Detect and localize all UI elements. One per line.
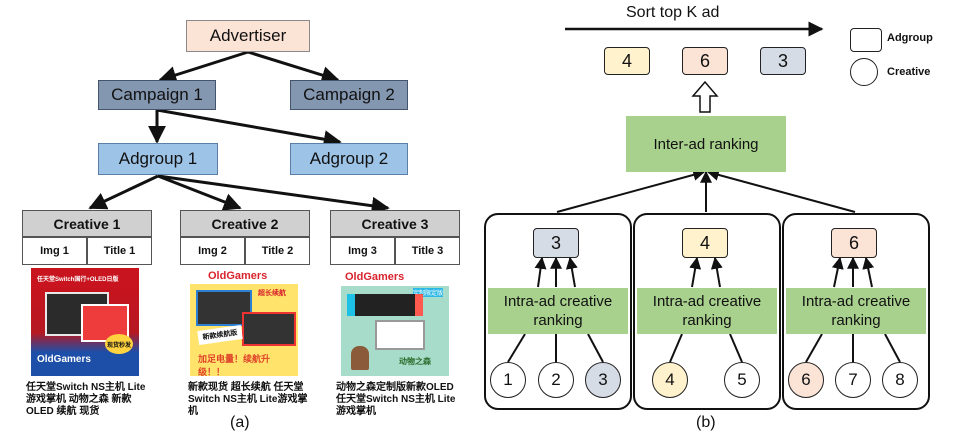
creative-circle-8: 8 <box>882 362 918 398</box>
ad-1-badge: 现货秒发 <box>105 334 133 354</box>
legend-adgroup-icon <box>850 28 882 52</box>
top-ad-1: 4 <box>604 47 650 75</box>
inter-ad-ranking-box: Inter-ad ranking <box>626 116 786 172</box>
edge-ag1-cr2 <box>157 174 242 211</box>
ad-3-bottom-text: 动物之森 <box>399 357 431 366</box>
creative-1-title-cell: Title 1 <box>87 237 152 265</box>
edge-ag1-cr3 <box>157 174 390 215</box>
creative-3-node: Creative 3 <box>330 210 460 237</box>
creative-2-title-cell: Title 2 <box>245 237 310 265</box>
ad-2-badge: 超长续航 <box>258 290 286 297</box>
caption-3: 动物之森定制版新款OLED任天堂Switch NS主机 Lite游戏掌机 <box>336 382 456 417</box>
ad-2-bottom-text: 加足电量！续航升级！！ <box>198 354 271 376</box>
edge-ag1-cr1 <box>88 174 159 210</box>
ad-3-brand: OldGamers <box>345 271 405 283</box>
creative-circle-1: 1 <box>490 362 526 398</box>
adgroup-1-node: Adgroup 1 <box>98 143 218 175</box>
console-box-icon <box>196 290 252 326</box>
edge-g3-inter <box>706 169 856 213</box>
legend-creative-icon <box>850 58 878 86</box>
creative-circle-6: 6 <box>788 362 824 398</box>
ad-1-header-text: 任天堂Switch国行+OLED日版 <box>37 277 119 283</box>
console-box-icon <box>242 312 296 346</box>
advertiser-node: Advertiser <box>186 20 310 52</box>
creative-3-title-cell: Title 3 <box>395 237 460 265</box>
group-2-intra-ranking: Intra-ad creative ranking <box>637 288 777 334</box>
sort-label: Sort top K ad <box>626 4 720 21</box>
creative-1-node: Creative 1 <box>22 210 152 237</box>
subfigure-label-a: (a) <box>230 414 250 431</box>
caption-1: 任天堂Switch NS主机 Lite 游戏掌机 动物之森 新款 OLED 续航… <box>26 382 146 417</box>
campaign-2-node: Campaign 2 <box>290 80 408 110</box>
legend-adgroup-label: Adgroup <box>887 32 933 44</box>
group-1-intra-ranking: Intra-ad creative ranking <box>488 288 628 334</box>
ad-3-badge: 定制限定版 <box>413 288 443 297</box>
creative-1-img-cell: Img 1 <box>22 237 87 265</box>
ad-image-3: OldGamers 定制限定版 动物之森 <box>341 268 449 376</box>
adgroup-2-node: Adgroup 2 <box>290 143 408 175</box>
group-2-winner: 4 <box>682 228 728 258</box>
creative-circle-2: 2 <box>538 362 574 398</box>
edge-g1-inter <box>556 169 706 213</box>
creative-circle-3: 3 <box>585 362 621 398</box>
creative-circle-4: 4 <box>652 362 688 398</box>
character-icon <box>351 346 369 370</box>
switch-console-icon <box>347 294 423 316</box>
subfigure-label-b: (b) <box>696 414 716 431</box>
adgroup-panel-1 <box>484 213 632 410</box>
hollow-up-arrow <box>691 80 719 113</box>
creative-circle-5: 5 <box>724 362 760 398</box>
creative-3-img-cell: Img 3 <box>330 237 395 265</box>
creative-circle-7: 7 <box>835 362 871 398</box>
adgroup-panel-2 <box>633 213 781 410</box>
edge-adv-camp2 <box>247 50 340 84</box>
creative-2-node: Creative 2 <box>180 210 310 237</box>
caption-2: 新款现货 超长续航 任天堂 Switch NS主机 Lite游戏掌机 <box>188 382 308 417</box>
creative-2-img-cell: Img 2 <box>180 237 245 265</box>
top-ad-3: 3 <box>760 47 806 75</box>
ad-2-banner: 新款续航版 <box>197 325 243 345</box>
ad-image-2: OldGamers 超长续航 新款续航版 加足电量！续航升级！！ <box>190 268 298 376</box>
ad-image-1: 任天堂Switch国行+OLED日版 现货秒发 OldGamers <box>31 268 139 376</box>
adgroup-panel-3 <box>782 213 930 410</box>
legend-creative-label: Creative <box>887 66 931 78</box>
top-ad-2: 6 <box>682 47 728 75</box>
campaign-1-node: Campaign 1 <box>98 80 216 110</box>
ad-1-brand: OldGamers <box>37 354 91 365</box>
group-3-intra-ranking: Intra-ad creative ranking <box>786 288 926 334</box>
group-1-winner: 3 <box>533 228 579 258</box>
edge-camp1-ag2 <box>156 108 342 149</box>
ad-2-brand: OldGamers <box>208 270 268 282</box>
group-3-winner: 6 <box>831 228 877 258</box>
edge-adv-camp1 <box>158 50 249 84</box>
dock-icon <box>375 320 425 350</box>
